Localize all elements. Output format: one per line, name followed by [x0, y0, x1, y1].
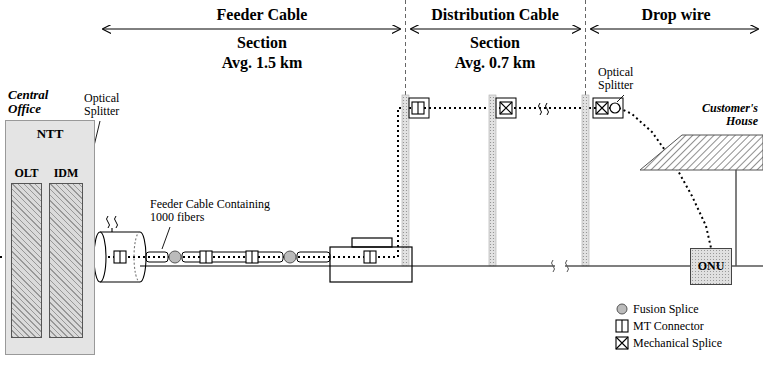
label-box: Feeder Cable — [182, 6, 342, 24]
pole-closure — [409, 98, 623, 118]
node-label: IDM — [49, 166, 83, 181]
span-arrow — [103, 29, 758, 30]
label-box: Avg. 0.7 km — [412, 54, 578, 72]
legend-entry: Mechanical Splice — [633, 336, 722, 350]
section-heading: Section — [412, 34, 578, 52]
rack-body — [49, 183, 83, 338]
label-box: Feeder Cable Containing 1000 fibers — [150, 198, 290, 224]
legend-text: Mechanical Splice — [633, 336, 722, 350]
legend-text: MT Connector — [633, 319, 704, 333]
section-heading: Distribution Cable — [412, 6, 578, 24]
feeder-cable-tube — [146, 252, 330, 262]
legend-entry: MT Connector — [633, 319, 704, 333]
legend-text: Fusion Splice — [633, 302, 699, 316]
label-box: Drop wire — [598, 6, 754, 24]
legend-entry: Fusion Splice — [633, 302, 699, 316]
central-office: Central OfficeNTT OLT IDM — [5, 88, 95, 355]
section-heading: Feeder Cable — [182, 6, 342, 24]
annotation-label: Optical Splitter — [598, 66, 658, 92]
cable-cylinder — [94, 216, 146, 282]
label-box: Section — [412, 34, 578, 52]
section-heading: Section — [182, 34, 342, 52]
annotation-label: Customer's House — [684, 102, 758, 128]
label-box: Distribution Cable — [412, 6, 578, 24]
utility-pole — [402, 95, 589, 266]
label-box: Section — [182, 34, 342, 52]
section-heading: Avg. 0.7 km — [412, 54, 578, 72]
legend-symbol — [616, 304, 628, 349]
fusion-splice-symbol — [169, 251, 296, 263]
section-heading: Avg. 1.5 km — [182, 54, 342, 72]
section-heading: Drop wire — [598, 6, 754, 24]
mt-connector-symbol — [114, 102, 424, 263]
node-label: NTT — [5, 126, 95, 142]
label-box: Optical Splitter — [84, 92, 144, 118]
label-box: Avg. 1.5 km — [182, 54, 342, 72]
cable-closure — [330, 238, 412, 282]
section-separator — [406, 0, 586, 95]
mechanical-splice-symbol — [500, 102, 608, 114]
annotation-label: Optical Splitter — [84, 92, 144, 118]
node-heading: Central Office — [5, 88, 72, 116]
node-label: ONU — [698, 259, 725, 274]
equipment-rack: IDM — [49, 166, 83, 338]
label-box: Customer's House — [684, 102, 758, 128]
house — [640, 135, 763, 266]
node-label: OLT — [11, 166, 42, 181]
onu-box: ONU — [690, 248, 732, 285]
optical-splitter-symbol — [610, 103, 620, 113]
cable-break — [539, 103, 549, 115]
label-box: Optical Splitter — [598, 66, 658, 92]
optical-fiber — [83, 108, 711, 257]
equipment-rack: OLT — [11, 166, 42, 338]
leader-line — [69, 95, 624, 250]
rack-body — [11, 183, 42, 338]
annotation-label: Feeder Cable Containing 1000 fibers — [150, 198, 290, 224]
